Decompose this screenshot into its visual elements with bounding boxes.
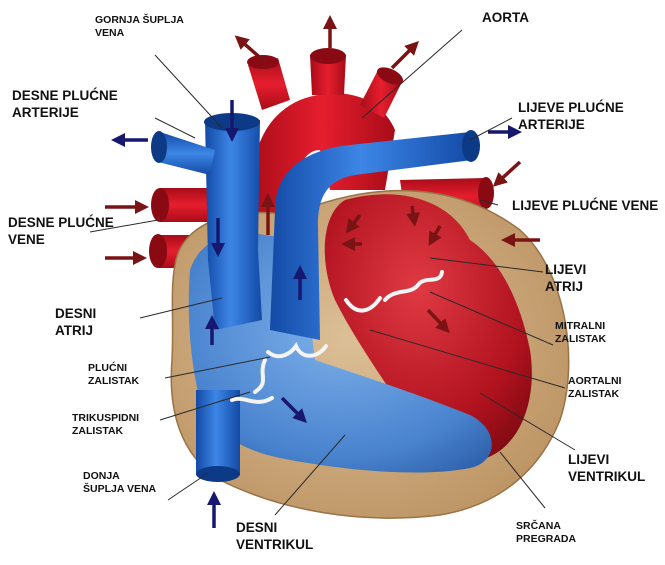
label-aorta: AORTA [482, 10, 529, 27]
arrow-aorta-right [392, 46, 414, 68]
arrow-lpv-1 [498, 162, 520, 182]
arrow-la-3 [412, 206, 414, 220]
label-lijeve-plucne-vene: LIJEVE PLUĆNE VENE [512, 198, 658, 215]
superior-vena-cava [204, 113, 262, 330]
inferior-vena-cava [196, 390, 240, 482]
